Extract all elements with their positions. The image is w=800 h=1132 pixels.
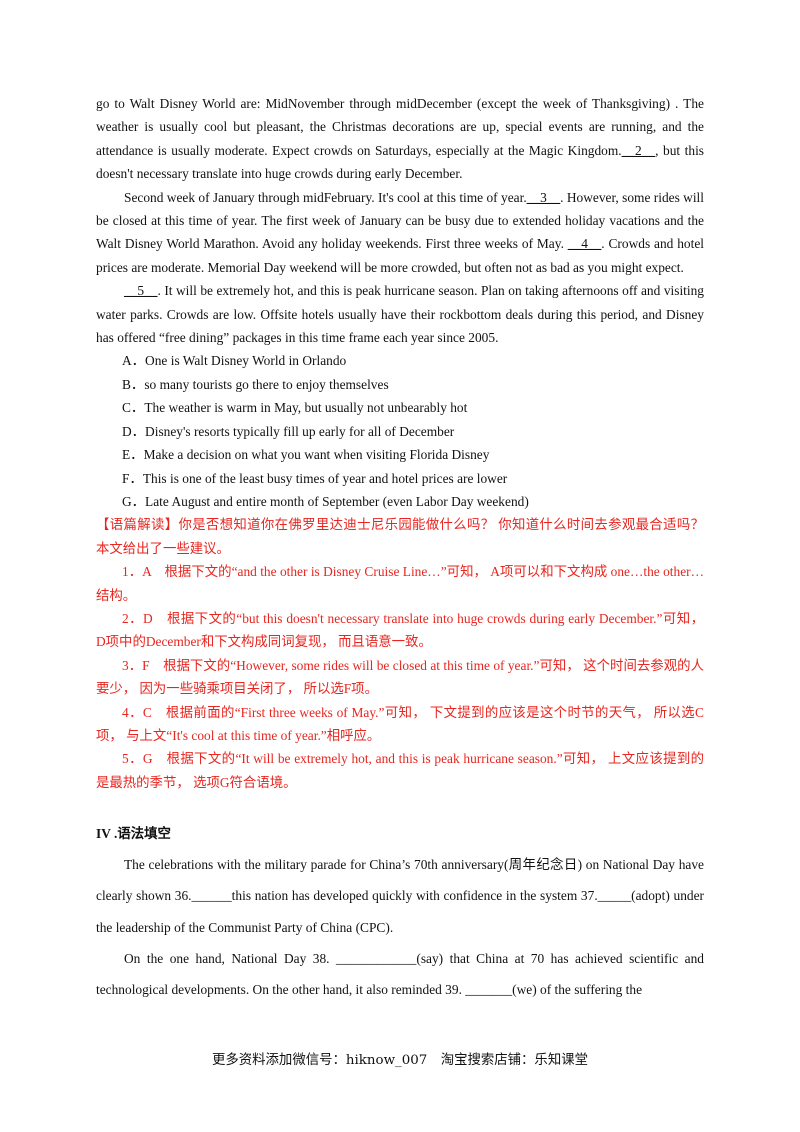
analysis-item-2: 2．D 根据下文的“but this doesn't necessary tra… bbox=[96, 610, 704, 650]
passage-text: Second week of January through midFebrua… bbox=[124, 189, 527, 205]
passage-text: . Crowds and hotel prices are moderate. … bbox=[96, 236, 704, 275]
answer-blank: __3__ bbox=[526, 189, 561, 205]
option-g: G．Late August and entire month of Septem… bbox=[122, 493, 529, 509]
reading-passage: go to Walt Disney World are: MidNovember… bbox=[96, 92, 704, 349]
grammar-paragraph-1: The celebrations with the military parad… bbox=[96, 857, 704, 935]
answer-blank: __5__ bbox=[124, 283, 158, 299]
analysis-item-4: 4．C 根据前面的“First three weeks of May.”可知， … bbox=[96, 704, 704, 743]
grammar-paragraph-2: On the one hand, National Day 38. ______… bbox=[96, 950, 704, 997]
passage-paragraph-3: __5__. It will be extremely hot, and thi… bbox=[96, 279, 704, 349]
option-e: E．Make a decision on what you want when … bbox=[122, 447, 490, 463]
document-page: go to Walt Disney World are: MidNovember… bbox=[96, 92, 704, 1005]
passage-paragraph-2: Second week of January through midFebrua… bbox=[96, 186, 704, 280]
passage-paragraph-1: go to Walt Disney World are: MidNovember… bbox=[96, 92, 704, 186]
analysis-item-3: 3．F 根据下文的“However, some rides will be cl… bbox=[96, 657, 704, 697]
option-c: C．The weather is warm in May, but usuall… bbox=[122, 400, 468, 416]
option-a: A．One is Walt Disney World in Orlando bbox=[122, 353, 347, 369]
section-heading: IV .语法填空 bbox=[96, 826, 171, 842]
answer-analysis: 【语篇解读】你是否想知道你在佛罗里达迪士尼乐园能做什么吗？ 你知道什么时间去参观… bbox=[96, 513, 704, 794]
passage-text: , but this doesn't necessary translate i… bbox=[96, 142, 704, 182]
analysis-item-5: 5．G 根据下文的“It will be extremely hot, and … bbox=[96, 751, 704, 790]
option-d: D．Disney's resorts typically fill up ear… bbox=[122, 423, 455, 439]
grammar-fill-section: The celebrations with the military parad… bbox=[96, 849, 704, 1005]
passage-text: . However, some rides will be closed at … bbox=[96, 189, 704, 252]
passage-text: go to Walt Disney World are: MidNovember… bbox=[96, 96, 704, 158]
analysis-intro: 【语篇解读】你是否想知道你在佛罗里达迪士尼乐园能做什么吗？ 你知道什么时间去参观… bbox=[96, 517, 704, 556]
option-f: F．This is one of the least busy times of… bbox=[122, 470, 508, 486]
answer-blank: __4__ bbox=[567, 236, 602, 252]
passage-text: . It will be extremely hot, and this is … bbox=[96, 283, 704, 346]
option-list: A．One is Walt Disney World in Orlando B．… bbox=[96, 349, 704, 513]
option-b: B．so many tourists go there to enjoy the… bbox=[122, 376, 389, 392]
answer-blank: __2__ bbox=[621, 142, 656, 158]
analysis-item-1: 1．A 根据下文的“and the other is Disney Cruise… bbox=[96, 564, 704, 603]
page-footer: 更多资料添加微信号：hiknow_007 淘宝搜索店铺：乐知课堂 bbox=[211, 1053, 588, 1068]
